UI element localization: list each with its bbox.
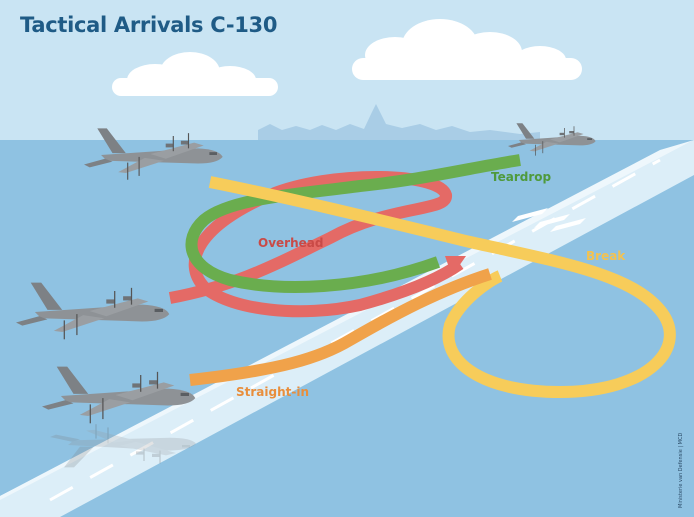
page-title: Tactical Arrivals C-130 (20, 13, 278, 37)
break-path (208, 176, 676, 399)
break-label: Break (586, 249, 626, 263)
overhead-label: Overhead (258, 236, 324, 250)
teardrop-path (185, 154, 521, 293)
teardrop-label: Teardrop (491, 170, 552, 184)
overhead-path (168, 171, 464, 318)
straight-in-label: Straight-in (236, 385, 310, 399)
image-credit: Ministerie van Defensie | MCD (678, 432, 684, 508)
straight-in-path (189, 268, 492, 386)
